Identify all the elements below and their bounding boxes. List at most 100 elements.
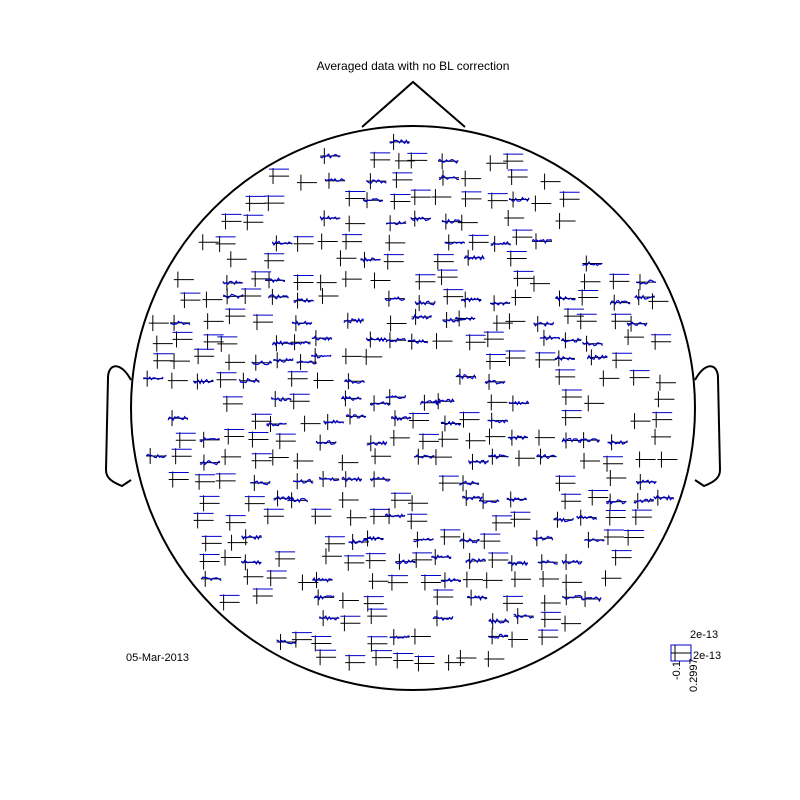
- sensor-plot: [221, 549, 242, 566]
- sensor-plot: [296, 174, 317, 191]
- sensor-plot: [366, 435, 388, 452]
- sensor-plot: [293, 292, 314, 309]
- sensor-signal-trace: [555, 295, 576, 302]
- sensor-signal-trace: [362, 198, 384, 203]
- sensor-plot: [605, 493, 627, 510]
- sensor-plot: [414, 295, 436, 312]
- sensor-plot: [603, 528, 624, 545]
- sensor-plot: [582, 335, 603, 352]
- sensor-plot: [561, 589, 583, 606]
- sensor-plot: [588, 489, 609, 506]
- sensor-signal-trace: [276, 639, 298, 645]
- sensor-plot: [605, 509, 626, 526]
- sensor-plot: [561, 432, 583, 449]
- sensor-plot: [227, 534, 248, 551]
- sensor-signal-trace: [554, 355, 575, 362]
- sensor-signal-trace: [513, 613, 534, 620]
- sensor-signal-trace: [633, 498, 654, 504]
- sensor-plot: [418, 433, 439, 450]
- sensor-plot: [408, 495, 429, 512]
- sensor-plot: [629, 369, 650, 386]
- sensor-signal-trace: [490, 240, 511, 246]
- sensor-plot: [532, 530, 554, 547]
- sensor-signal-trace: [458, 480, 480, 486]
- sensor-plot: [635, 473, 657, 490]
- sensor-plot: [251, 413, 272, 430]
- sensor-plot: [362, 348, 383, 365]
- sensor-plot: [438, 431, 459, 448]
- sensor-signal-trace: [586, 354, 608, 361]
- sensor-plot: [633, 492, 654, 509]
- sensor-signal-trace: [411, 313, 432, 320]
- sensor-signal-trace: [264, 277, 286, 284]
- sensor-plot: [484, 373, 506, 390]
- sensor-plot: [271, 235, 293, 252]
- sensor-plot: [503, 153, 524, 170]
- sensor-plot: [221, 448, 242, 465]
- sensor-plot: [148, 315, 169, 332]
- sensor-plot: [369, 471, 391, 488]
- sensor-signal-trace: [385, 220, 407, 226]
- sensor-plot: [413, 448, 435, 465]
- sensor-signal-trace: [561, 559, 583, 565]
- sensor-plot: [392, 171, 413, 188]
- sensor-plot: [251, 270, 272, 287]
- sensor-plot: [341, 271, 362, 288]
- sensor-plot: [345, 215, 366, 232]
- sensor-plot: [415, 273, 436, 290]
- sensor-signal-trace: [199, 460, 221, 466]
- sensor-plot: [343, 373, 365, 390]
- sensor-plot: [389, 629, 410, 646]
- sensor-signal-trace: [343, 378, 365, 384]
- sensor-signal-trace: [487, 419, 509, 424]
- sensor-plot: [651, 428, 672, 445]
- sensor-plot: [145, 448, 167, 465]
- sensor-plot: [292, 473, 314, 490]
- sensor-plot: [251, 452, 272, 469]
- sensor-plot: [555, 290, 576, 307]
- sensor-plot: [324, 535, 345, 552]
- sensor-signal-trace: [465, 557, 487, 564]
- sensor-plot: [219, 594, 240, 611]
- sensor-plot: [454, 310, 476, 327]
- sensor-signal-trace: [488, 453, 509, 460]
- sensor-plot: [438, 475, 459, 492]
- sensor-plot: [510, 571, 531, 588]
- sensor-plot: [316, 274, 337, 291]
- sensor-plot: [202, 291, 223, 308]
- sensor-plot: [505, 350, 526, 367]
- scale-x-right-label: 0.2997: [688, 658, 700, 692]
- sensor-plot: [410, 189, 431, 206]
- sensor-plot: [584, 531, 605, 548]
- sensor-plot: [555, 475, 576, 492]
- sensor-signal-trace: [365, 336, 387, 343]
- sensor-signal-trace: [167, 415, 189, 422]
- sensor-signal-trace: [250, 480, 271, 486]
- sensor-signal-trace: [343, 317, 364, 325]
- sensor-plot: [300, 415, 321, 432]
- sensor-signal-trace: [291, 320, 313, 326]
- sensor-signal-trace: [487, 633, 509, 639]
- sensor-plot: [276, 633, 298, 650]
- sensor-plot: [654, 391, 675, 408]
- sensor-plot: [503, 595, 524, 612]
- sensor-plot: [343, 312, 364, 329]
- sensor-plot: [462, 489, 483, 506]
- sensor-plot: [488, 448, 509, 465]
- sensor-signal-trace: [340, 395, 362, 402]
- sensor-plot: [630, 413, 651, 430]
- sensor-plot: [200, 570, 222, 587]
- sensor-signal-trace: [441, 218, 463, 225]
- sensor-plot: [241, 288, 262, 305]
- sensor-plot: [270, 391, 292, 408]
- sensor-plot: [487, 192, 508, 209]
- sensor-plot: [540, 173, 561, 190]
- sensor-plot: [275, 550, 296, 567]
- sensor-signal-trace: [270, 396, 292, 402]
- sensor-signal-trace: [143, 376, 164, 381]
- sensor-signal-trace: [320, 153, 341, 159]
- sensor-signal-trace: [531, 238, 553, 245]
- sensor-plot: [576, 509, 598, 526]
- sensor-plot: [318, 610, 340, 627]
- sensor-signal-trace: [323, 419, 345, 425]
